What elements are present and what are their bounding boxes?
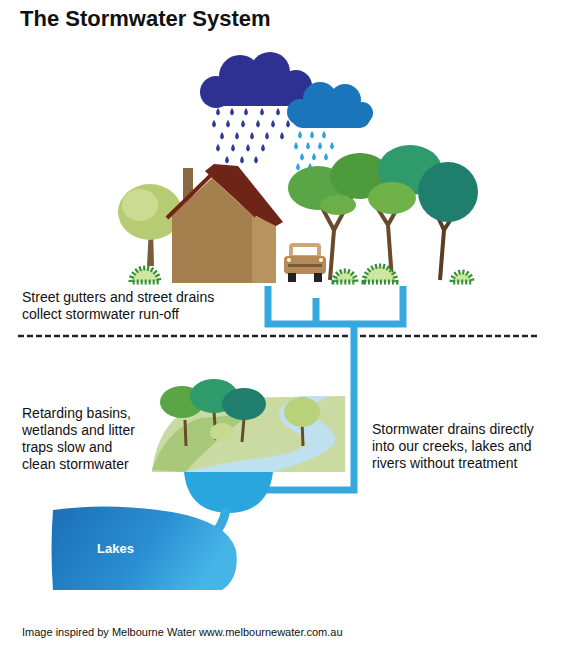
raindrop xyxy=(310,131,314,139)
lake-fill xyxy=(52,506,237,590)
main-drain-pipe xyxy=(262,324,354,490)
bush xyxy=(452,272,472,282)
house-side-wall xyxy=(252,215,276,283)
bush xyxy=(364,266,396,282)
raindrop xyxy=(280,132,284,140)
bush xyxy=(334,271,356,282)
lake-shape: Lakes xyxy=(50,504,240,592)
street-drain-pipe xyxy=(313,298,320,324)
dark-cloud xyxy=(200,52,312,108)
raindrop xyxy=(260,108,264,116)
raindrop xyxy=(298,131,302,139)
car-grille xyxy=(288,264,322,267)
raindrop xyxy=(306,142,310,150)
raindrop xyxy=(244,108,248,116)
callout-text: Retarding basins, wetlands and litter tr… xyxy=(22,405,144,473)
wetland-landscape xyxy=(152,379,345,472)
raindrop xyxy=(265,132,269,140)
raindrop xyxy=(276,108,280,116)
raindrop xyxy=(235,132,239,140)
raindrop xyxy=(216,108,220,116)
raindrop xyxy=(261,144,265,152)
tree-crown xyxy=(418,162,478,222)
car-window xyxy=(293,247,317,255)
raindrop xyxy=(300,153,304,161)
car-body xyxy=(284,256,326,274)
callout-text: Street gutters and street drains collect… xyxy=(22,289,237,323)
light-cloud xyxy=(287,82,373,128)
dark-rain xyxy=(212,108,290,164)
raindrop xyxy=(225,156,229,164)
lake-outline xyxy=(50,504,240,592)
tree-crown xyxy=(368,182,416,214)
image-credit: Image inspired by Melbourne Water www.me… xyxy=(22,626,343,639)
raindrop xyxy=(330,142,334,150)
light-rain xyxy=(294,131,334,171)
raindrop xyxy=(220,132,224,140)
tree-crown xyxy=(122,189,158,221)
lake-label: Lakes xyxy=(97,541,134,556)
raindrop xyxy=(322,131,326,139)
raindrop xyxy=(231,144,235,152)
raindrop xyxy=(216,144,220,152)
raindrop xyxy=(240,156,244,164)
bushes xyxy=(131,266,472,282)
raindrop xyxy=(226,120,230,128)
raindrop xyxy=(230,108,234,116)
retarding-basin xyxy=(184,472,273,513)
raindrop xyxy=(256,120,260,128)
diagram-title: The Stormwater System xyxy=(20,6,271,32)
callout-text: Stormwater drains directly into our cree… xyxy=(372,421,552,472)
raindrop xyxy=(318,142,322,150)
raindrop xyxy=(271,120,275,128)
house-roof xyxy=(205,164,283,226)
ground-line xyxy=(18,335,540,338)
car-wheel xyxy=(314,273,322,282)
roof-eave xyxy=(167,174,256,218)
bush xyxy=(131,268,159,282)
raindrop xyxy=(286,120,290,128)
tree-crown xyxy=(222,388,266,420)
tree-crown xyxy=(284,397,320,427)
raindrop xyxy=(294,142,298,150)
raindrop xyxy=(250,132,254,140)
raindrop xyxy=(324,153,328,161)
car-light xyxy=(287,258,291,262)
cloud-base xyxy=(292,106,370,128)
tree-crown xyxy=(210,423,234,441)
right-trees xyxy=(288,145,478,280)
raindrop xyxy=(241,120,245,128)
raindrop xyxy=(296,163,300,171)
raindrop xyxy=(212,120,216,128)
raindrop xyxy=(254,156,258,164)
street-gutter-pipe xyxy=(268,286,403,324)
raindrop xyxy=(312,153,316,161)
car-light xyxy=(319,258,323,262)
cloud-base xyxy=(212,84,302,106)
tree-crown xyxy=(320,195,356,215)
car-wheel xyxy=(288,273,296,282)
house xyxy=(167,164,283,283)
raindrop xyxy=(246,144,250,152)
car xyxy=(284,243,326,282)
